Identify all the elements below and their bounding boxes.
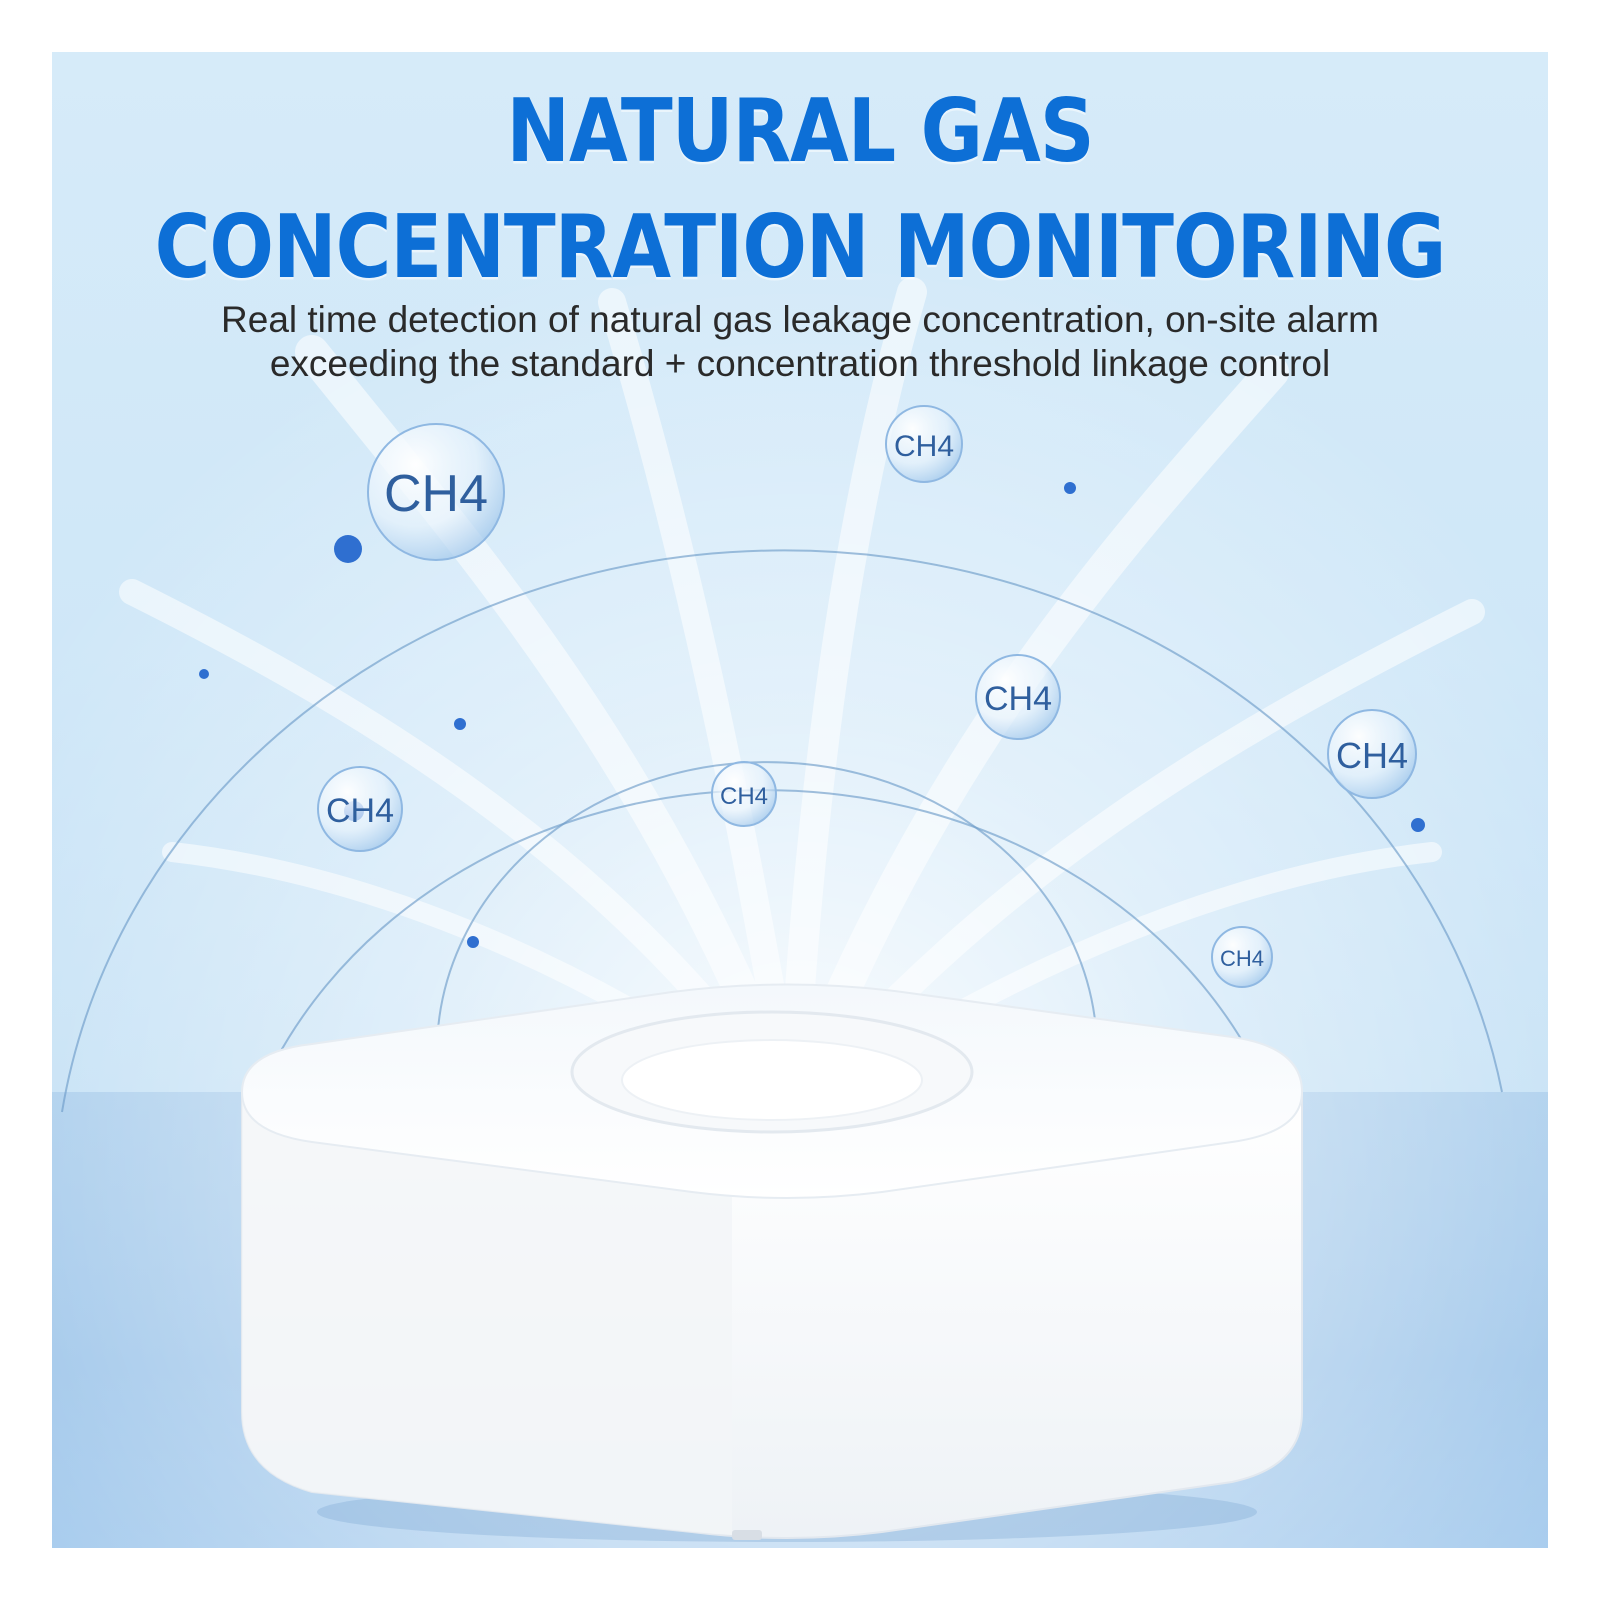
ch4-bubble-5: CH4: [317, 766, 403, 852]
arc-outer: [61, 549, 1503, 1113]
ch4-bubble-7: CH4: [1211, 926, 1273, 988]
svg-text:CH4: CH4: [326, 792, 394, 830]
dot: [467, 936, 479, 948]
dot: [1411, 818, 1425, 832]
detection-scene: CH4 CH4 CH4 CH4 CH4 CH4 CH4: [61, 405, 1503, 1542]
subtitle-line-2: exceeding the standard + concentration t…: [269, 343, 1331, 384]
svg-text:CH4: CH4: [894, 430, 954, 463]
dot: [199, 669, 209, 679]
dot: [454, 718, 466, 730]
headline-line-1: NATURAL GAS: [506, 79, 1094, 182]
ch4-bubble-2: CH4: [885, 405, 963, 483]
svg-text:CH4: CH4: [1336, 735, 1408, 776]
ch4-bubble-1: CH4: [367, 423, 505, 561]
product-banner: CH4 CH4 CH4 CH4 CH4 CH4 CH4: [52, 52, 1548, 1548]
arc-dots: [199, 482, 1425, 948]
svg-text:CH4: CH4: [1220, 946, 1264, 971]
ch4-bubble-4: CH4: [1327, 709, 1417, 799]
headline-line-2: CONCENTRATION MONITORING: [154, 195, 1447, 298]
arc-inner: [436, 761, 1098, 1053]
subtitle-line-1: Real time detection of natural gas leaka…: [221, 299, 1379, 340]
svg-text:CH4: CH4: [384, 465, 488, 523]
dot: [334, 535, 362, 563]
dot: [1064, 482, 1076, 494]
gas-detector-device-icon: [240, 983, 1304, 1542]
svg-text:CH4: CH4: [984, 680, 1052, 718]
svg-text:CH4: CH4: [720, 783, 768, 810]
ch4-bubble-3: CH4: [975, 654, 1061, 740]
ch4-bubble-6: CH4: [711, 761, 777, 827]
